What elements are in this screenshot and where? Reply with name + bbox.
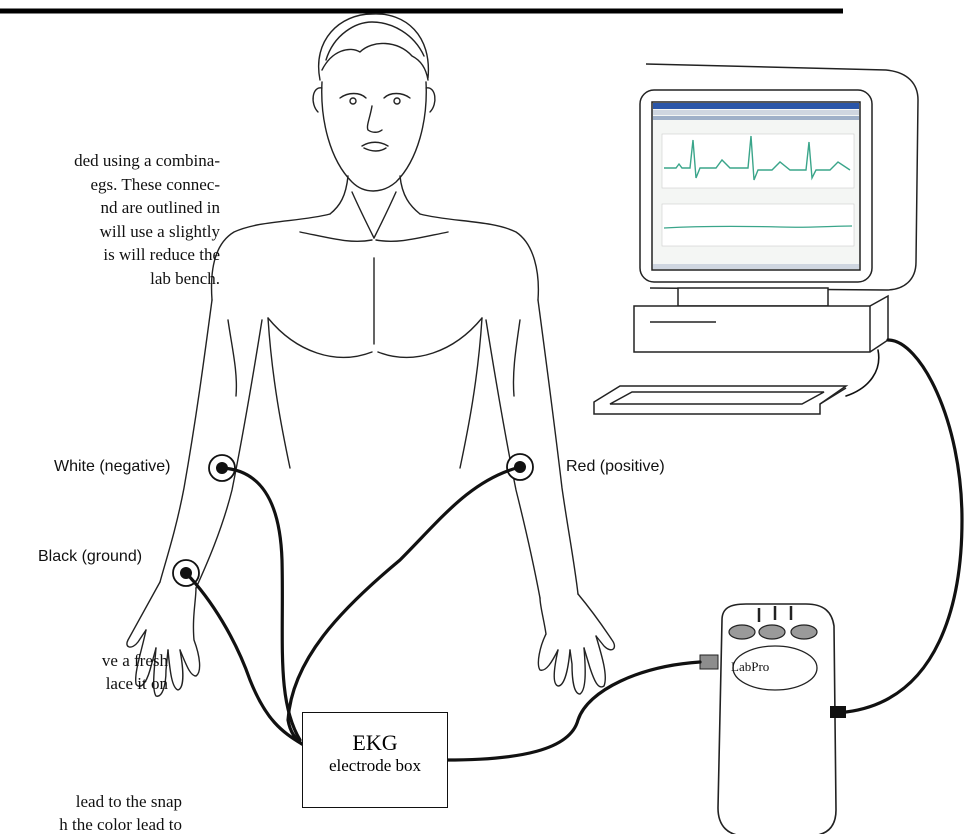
paragraph-line: egs. These connec-: [0, 173, 220, 197]
paragraph-line: nd are outlined in: [0, 196, 220, 220]
ekg-box-title: EKG: [303, 731, 447, 755]
human-figure: [127, 14, 615, 696]
partial-paragraph-bottom: lead to the snap h the color lead to: [0, 790, 182, 834]
red-electrode-label: Red (positive): [566, 458, 665, 476]
labpro-device: [700, 604, 846, 834]
partial-paragraph: ded using a combina- egs. These connec- …: [0, 149, 220, 290]
black-electrode-label: Black (ground): [38, 548, 142, 566]
lead-wires: [186, 340, 962, 760]
ekg-electrode-box: EKG electrode box: [302, 712, 448, 808]
electrodes: [173, 454, 533, 586]
paragraph-line: h the color lead to: [0, 813, 182, 834]
paragraph-line: ve a fresh: [0, 649, 168, 672]
paragraph-line: will use a slightly: [0, 220, 220, 244]
paragraph-line: lab bench.: [0, 267, 220, 291]
paragraph-line: is will reduce the: [0, 243, 220, 267]
labpro-label: LabPro: [731, 659, 769, 675]
paragraph-line: ded using a combina-: [0, 149, 220, 173]
ekg-box-subtitle: electrode box: [303, 755, 447, 777]
paragraph-line: lead to the snap: [0, 790, 182, 813]
white-electrode-label: White (negative): [54, 458, 171, 476]
partial-paragraph-lower: ve a fresh lace it on: [0, 649, 168, 695]
paragraph-line: lace it on: [0, 672, 168, 695]
